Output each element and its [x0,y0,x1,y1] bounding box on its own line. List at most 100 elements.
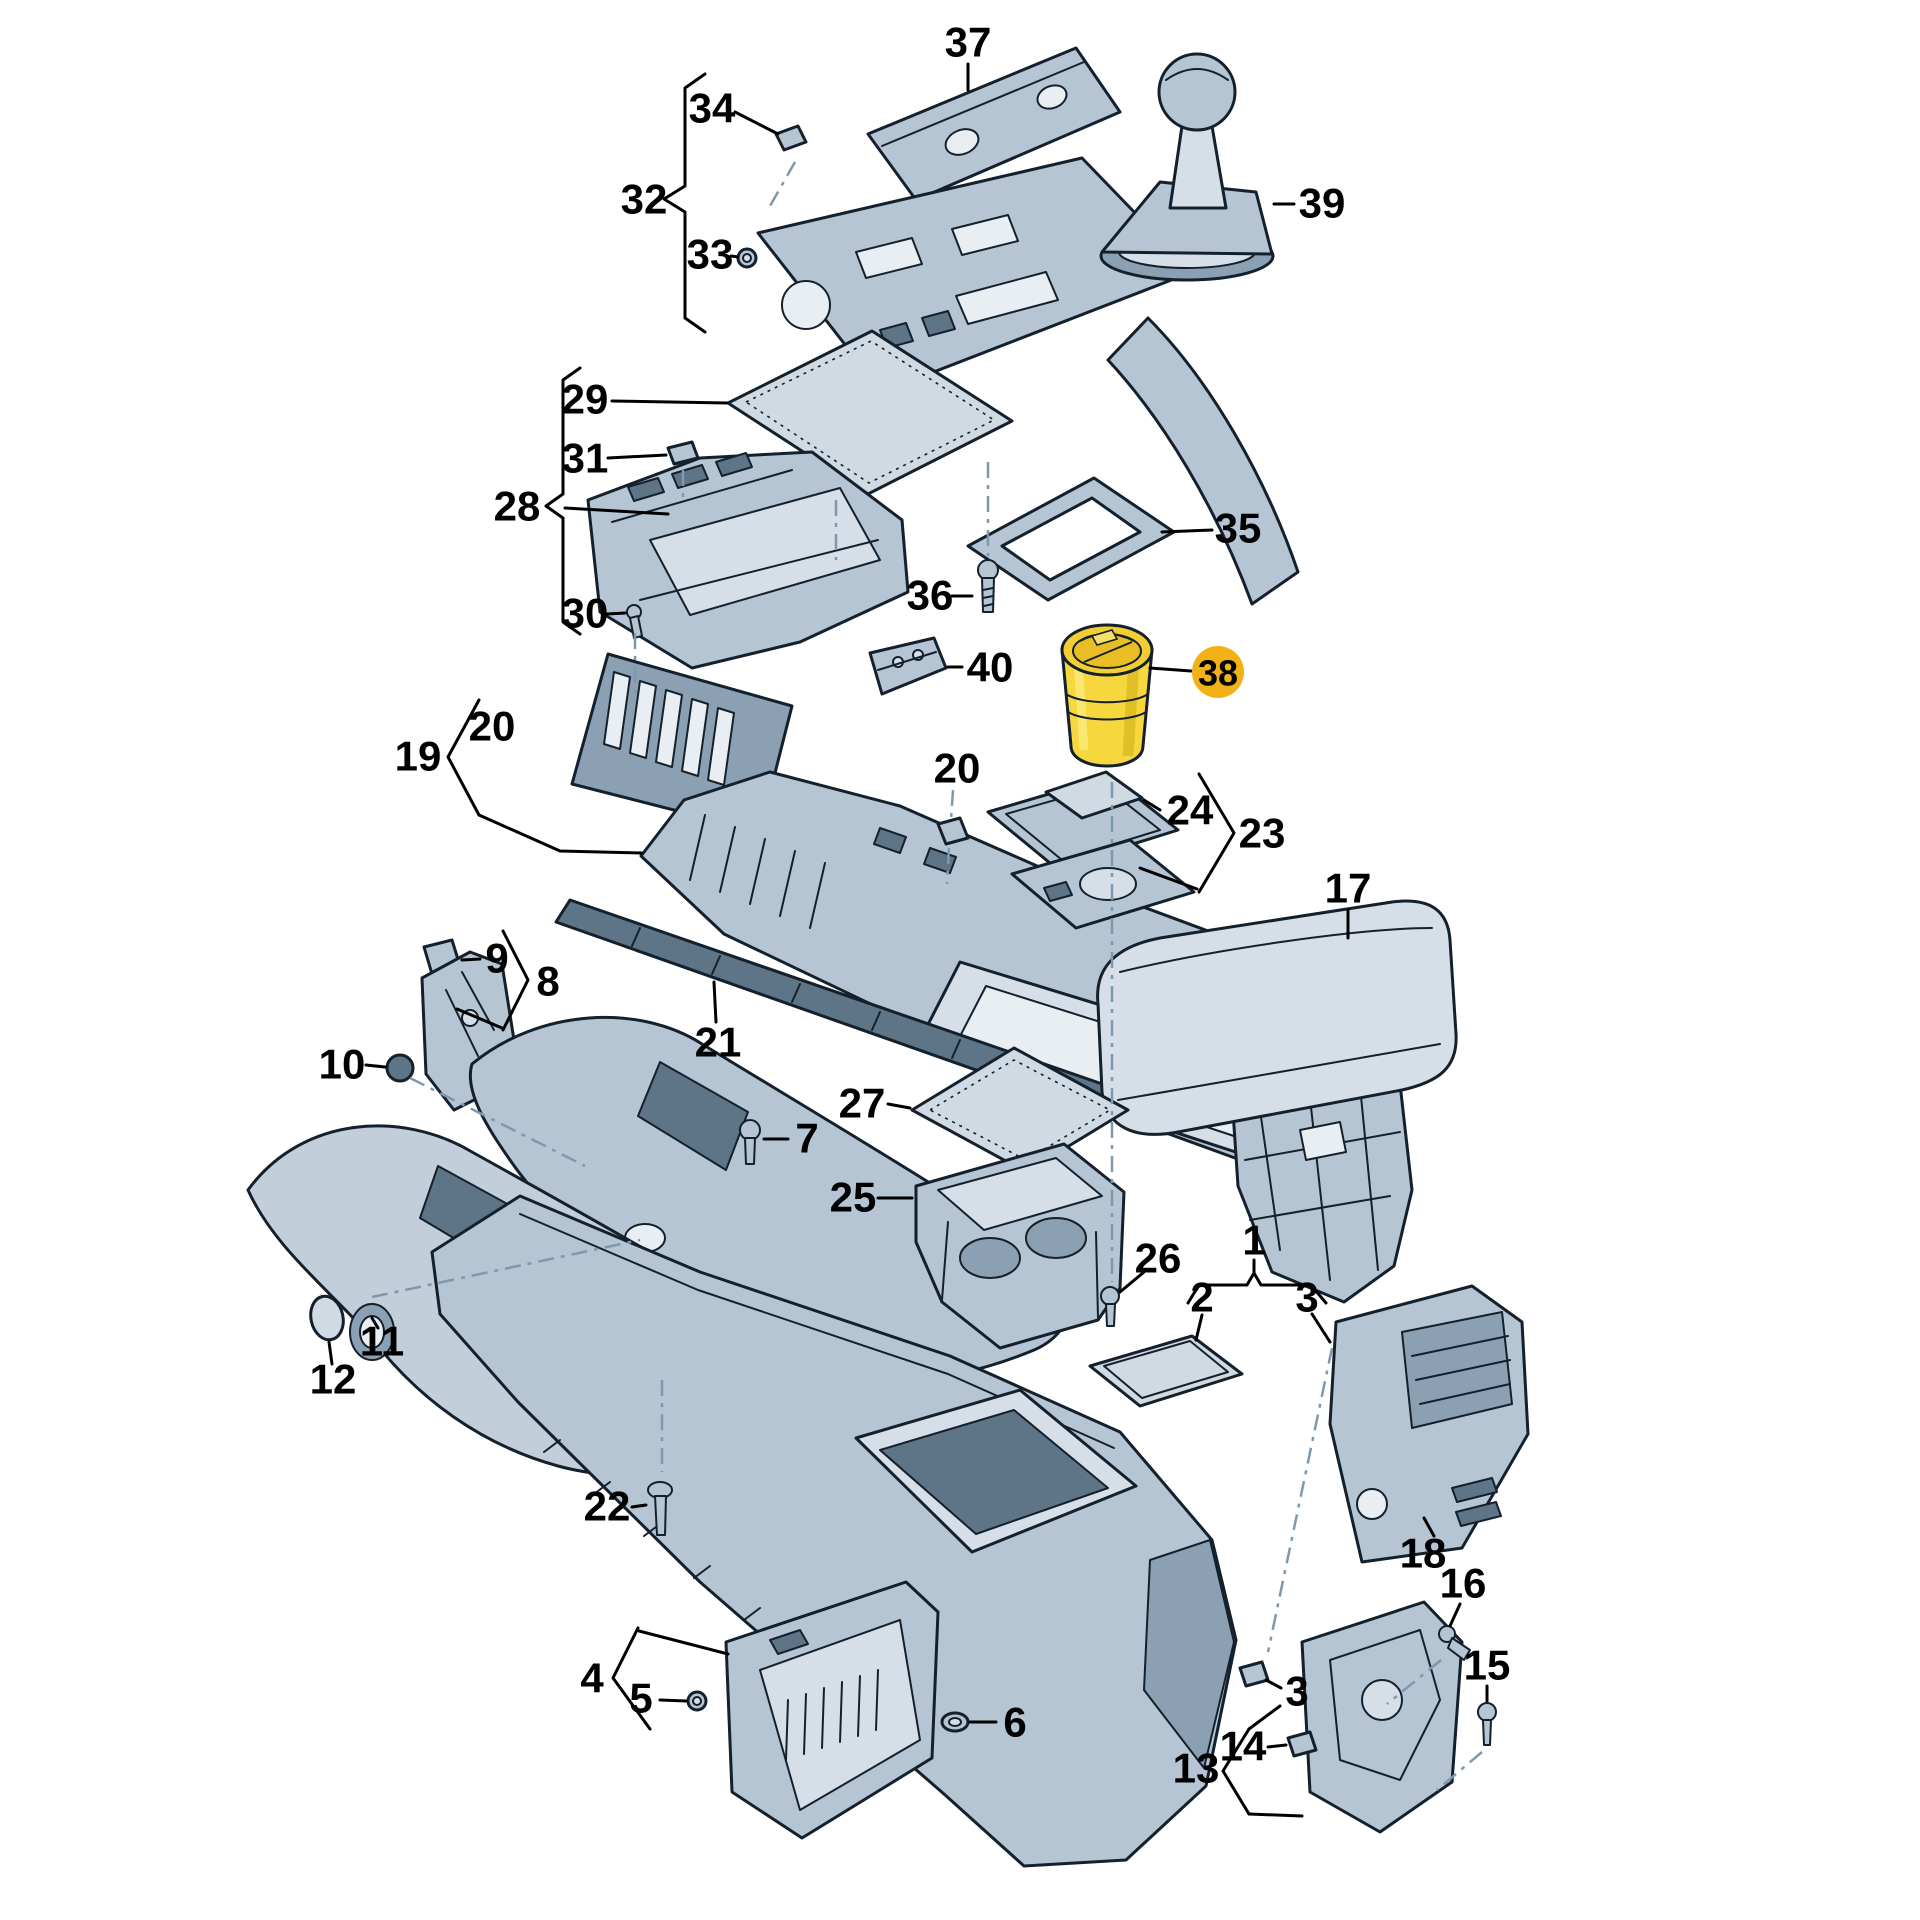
group-brace-part-23 [1197,772,1236,894]
part-22-screw-shaft [654,1495,667,1536]
leader-line-part-30 [605,611,627,616]
part-30-pin-stem [629,615,643,639]
part-label-21: 21 [695,1019,742,1066]
part-8-bracket-lines [445,971,495,1057]
leader-line-part-10 [364,1063,387,1069]
part-17-pad-seam [1117,927,1441,1101]
part-label-5: 5 [629,1675,652,1722]
part-39-neck [1168,124,1228,210]
part-label-6: 6 [1003,1699,1026,1746]
leader-line-part-35 [1160,528,1214,534]
part-label-11: 11 [360,1318,404,1365]
part-label-1: 1 [1242,1217,1265,1264]
part-label-35: 35 [1215,505,1262,552]
part-18-socket-hole [1356,1488,1388,1520]
part-32-side-arm [1106,316,1300,606]
part-label-10: 10 [319,1041,366,1088]
part-32-vent-2 [921,310,956,337]
part-label-26: 26 [1135,1235,1182,1282]
part-label-12: 12 [310,1356,357,1403]
part-33-nut-center [742,253,752,263]
part-28-slot-3 [715,452,753,477]
part-40-line [877,651,937,671]
part-38-cup-band-1 [1065,693,1149,704]
leader-line-part-8 [455,1007,504,1030]
part-label-33: 33 [687,231,734,278]
part-23-cup-recess [1079,867,1137,901]
part-18-slot-2 [1455,1501,1502,1527]
leader-line-part-24 [1142,798,1162,812]
part-24-lid [1044,770,1144,820]
highlight-badge-number: 38 [1198,653,1238,694]
part-25-cup-well-1 [959,1237,1021,1279]
highlight-badge-circle [1192,646,1244,698]
part-35-frame [966,476,1176,602]
part-32-slot-1 [855,237,923,279]
part-label-8: 8 [536,958,559,1005]
leader-line-part-3 [1264,1678,1283,1690]
leader-line-part-29 [610,399,729,405]
part-label-18: 18 [1400,1530,1447,1577]
part-label-36: 36 [907,572,954,619]
side-panel-right-accent [637,1061,749,1171]
leader-line-part-23 [1138,866,1199,891]
part-17-armrest-pad [1096,899,1458,1136]
part-5-nut-center [692,1696,702,1706]
part-label-27: 27 [839,1080,886,1127]
part-28-slot-1 [627,477,665,502]
part-label-20: 20 [469,703,516,750]
part-label-14: 14 [1220,1723,1267,1770]
part-17-support-lattice [1244,1085,1401,1281]
leader-line-part-2 [1194,1313,1204,1342]
part-40-bracket [868,636,948,696]
part-20-carrier-ribs [689,814,826,929]
leader-line-part-34 [733,110,780,136]
parts-artwork [246,46,1530,1868]
console-right-pocket [1143,1539,1235,1769]
part-label-3: 3 [1285,1668,1308,1715]
part-label-7: 7 [795,1115,818,1162]
leader-line-part-19 [477,813,644,855]
part-25-bin-rim [937,1157,1103,1231]
part-32-slot-3 [955,271,1059,325]
part-20-clip [936,816,970,846]
part-20-carrier-slot-a [873,827,907,854]
part-label-40: 40 [967,644,1014,691]
part-label-20: 20 [934,745,981,792]
part-26-screw-shaft [1105,1303,1116,1327]
leader-line-part-16 [1448,1602,1462,1628]
part-label-9: 9 [485,935,508,982]
part-25-cup-well-2 [1025,1217,1087,1259]
part-4-tray-notch [769,1629,809,1655]
part-2-lid [1088,1334,1244,1408]
group-brace-part-1 [1186,1271,1328,1305]
leader-line-part-5 [658,1698,688,1703]
part-2-lid-inner [1103,1340,1229,1399]
leader-line-part-27 [886,1102,912,1110]
part-label-29: 29 [562,376,609,423]
part-38-cup-shadow [1122,657,1140,757]
part-label-25: 25 [830,1174,877,1221]
side-panel-left-hole [359,1315,385,1349]
part-label-23: 23 [1239,810,1286,857]
part-label-32: 32 [621,176,668,223]
alignment-dash-line-8 [1436,1751,1483,1791]
alignment-dash-line-6 [371,1238,641,1299]
part-39-knob-line [1165,68,1229,81]
part-27-mat-texture [928,1059,1112,1161]
part-20-wall-slot-3 [655,689,683,768]
part-14-clip [1286,1730,1318,1758]
part-18-screen-lines [1411,1335,1511,1405]
part-32-round-hole [781,280,831,330]
part-37-hole-right [1036,84,1068,110]
part-16-screw-shaft [1447,1637,1471,1661]
part-20-wall-slot-2 [629,680,657,759]
console-lower-body [430,1194,1238,1868]
part-6-nut-center [948,1717,962,1727]
leader-line-part-31 [606,453,668,460]
group-brace-part-13 [1221,1727,1251,1816]
part-18-slot-1 [1451,1477,1498,1503]
part-29-mat-texture [744,340,996,484]
